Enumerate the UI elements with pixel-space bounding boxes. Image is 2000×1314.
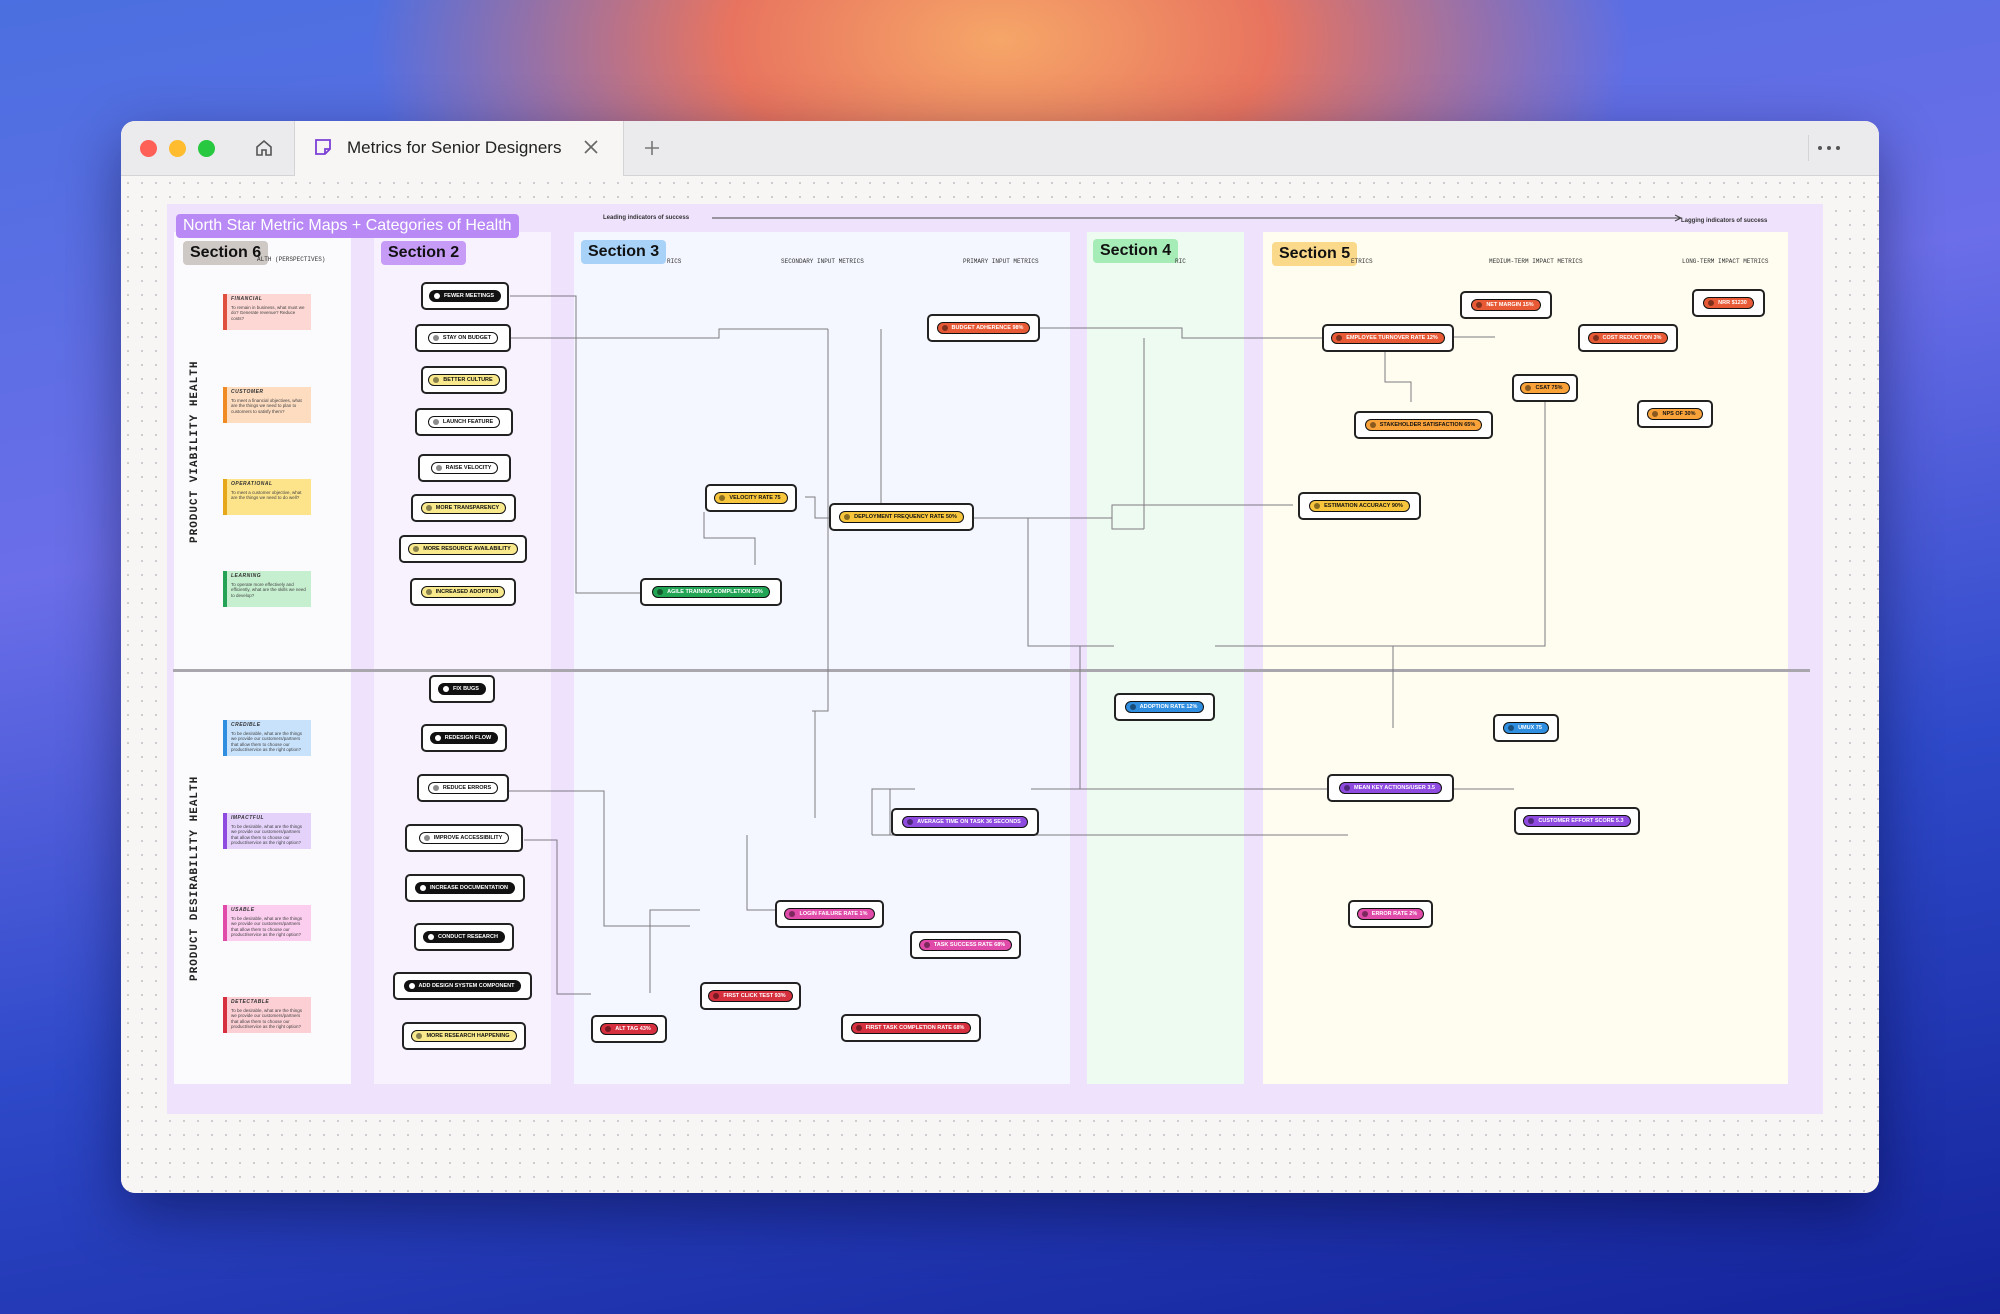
metric-customer-effort-score[interactable]: CUSTOMER EFFORT SCORE 5.3	[1514, 807, 1640, 835]
section-6-column	[174, 232, 351, 1084]
section-4-label[interactable]: Section 4	[1093, 239, 1179, 263]
metric-net-margin[interactable]: NET MARGIN 15%	[1460, 291, 1552, 319]
app-window: Metrics for Senior Designers North Star …	[121, 121, 1879, 1193]
section-5-header-a: ETRICS	[1351, 258, 1373, 265]
metric-umux[interactable]: UMUX 75	[1493, 714, 1559, 742]
metric-estimation-accuracy[interactable]: ESTIMATION ACCURACY 90%	[1298, 492, 1421, 520]
maximize-window-button[interactable]	[198, 140, 215, 157]
action-better-culture[interactable]: BETTER CULTURE	[421, 366, 507, 394]
metric-employee-turnover[interactable]: EMPLOYEE TURNOVER RATE 12%	[1322, 324, 1454, 352]
metric-nrr[interactable]: NRR $1230	[1692, 289, 1765, 317]
action-stay-on-budget[interactable]: STAY ON BUDGET	[415, 324, 511, 352]
tab-metrics[interactable]: Metrics for Senior Designers	[294, 121, 624, 176]
close-tab-icon[interactable]	[581, 137, 601, 157]
metric-velocity-rate[interactable]: VELOCITY RATE 75	[705, 484, 797, 512]
action-launch-feature[interactable]: LAUNCH FEATURE	[415, 408, 513, 436]
action-raise-velocity[interactable]: RAISE VELOCITY	[418, 454, 511, 482]
action-fewer-meetings[interactable]: FEWER MEETINGS	[421, 282, 509, 310]
action-more-transparency[interactable]: MORE TRANSPARENCY	[411, 494, 516, 522]
metric-first-click-test[interactable]: FIRST CLICK TEST 93%	[700, 982, 801, 1010]
section-5-header-b: MEDIUM-TERM IMPACT METRICS	[1489, 258, 1583, 265]
tab-title: Metrics for Senior Designers	[347, 138, 562, 157]
close-window-button[interactable]	[140, 140, 157, 157]
health-divider	[173, 669, 1810, 672]
section-5-label[interactable]: Section 5	[1272, 242, 1358, 266]
plus-icon	[645, 141, 659, 155]
metric-cost-reduction[interactable]: COST REDUCTION 3%	[1578, 324, 1678, 352]
section-6-header: ALTH (PERSPECTIVES)	[257, 256, 326, 263]
metric-nps[interactable]: NPS OF 30%	[1637, 400, 1713, 428]
minimize-window-button[interactable]	[169, 140, 186, 157]
action-reduce-errors[interactable]: REDUCE ERRORS	[417, 774, 509, 802]
action-increase-documentation[interactable]: INCREASE DOCUMENTATION	[405, 874, 525, 902]
action-redesign-flow[interactable]: REDESIGN FLOW	[421, 724, 507, 752]
section-3-header-c: PRIMARY INPUT METRICS	[963, 258, 1039, 265]
metric-deployment-frequency[interactable]: DEPLOYMENT FREQUENCY RATE 50%	[829, 503, 974, 531]
section-2-label[interactable]: Section 2	[381, 241, 467, 265]
metric-mean-key-actions[interactable]: MEAN KEY ACTIONS/USER 3.5	[1327, 774, 1454, 802]
connector-lines	[506, 214, 1683, 995]
section-5-header-c: LONG-TERM IMPACT METRICS	[1682, 258, 1769, 265]
more-options-button[interactable]	[1808, 135, 1849, 161]
leading-indicator-label: Leading indicators of success	[603, 215, 690, 221]
title-bar: Metrics for Senior Designers	[121, 121, 1879, 176]
section-3-header-b: SECONDARY INPUT METRICS	[781, 258, 864, 265]
whiteboard-canvas[interactable]: North Star Metric Maps + Categories of H…	[121, 176, 1879, 1193]
metric-agile-training[interactable]: AGILE TRAINING COMPLETION 25%	[640, 578, 782, 606]
home-icon	[256, 139, 272, 156]
action-more-resource-availability[interactable]: MORE RESOURCE AVAILABILITY	[399, 535, 527, 563]
action-add-design-system-component[interactable]: ADD DESIGN SYSTEM COMPONENT	[393, 972, 532, 1000]
section-6-label[interactable]: Section 6	[183, 241, 269, 265]
section-3-header-a: RICS	[667, 258, 682, 265]
metric-map-frame[interactable]: North Star Metric Maps + Categories of H…	[167, 204, 1823, 1114]
metric-first-task-completion[interactable]: FIRST TASK COMPLETION RATE 68%	[841, 1014, 981, 1042]
sticky-note-icon	[315, 139, 331, 155]
metric-budget-adherence[interactable]: BUDGET ADHERENCE 98%	[927, 314, 1040, 342]
section-3-label[interactable]: Section 3	[581, 240, 667, 264]
action-fix-bugs[interactable]: FIX BUGS	[429, 675, 495, 703]
action-improve-accessibility[interactable]: IMPROVE ACCESSIBILITY	[405, 824, 523, 852]
more-icon	[1818, 146, 1840, 150]
section-4-column	[1087, 232, 1244, 1084]
metric-alt-tag[interactable]: ALT TAG 43%	[591, 1015, 667, 1043]
metric-average-time-on-task[interactable]: AVERAGE TIME ON TASK 36 SECONDS	[891, 808, 1039, 836]
new-tab-button[interactable]	[639, 135, 665, 161]
metric-error-rate[interactable]: ERROR RATE 2%	[1348, 900, 1433, 928]
action-conduct-research[interactable]: CONDUCT RESEARCH	[414, 923, 514, 951]
action-increased-adoption[interactable]: INCREASED ADOPTION	[410, 578, 516, 606]
metric-csat[interactable]: CSAT 75%	[1512, 374, 1578, 402]
metric-task-success-rate[interactable]: TASK SUCCESS RATE 68%	[910, 931, 1021, 959]
action-more-research-happening[interactable]: MORE RESEARCH HAPPENING	[402, 1022, 526, 1050]
board-title[interactable]: North Star Metric Maps + Categories of H…	[176, 214, 519, 238]
metric-login-failure-rate[interactable]: LOGIN FAILURE RATE 1%	[775, 900, 884, 928]
metric-adoption-rate[interactable]: ADOPTION RATE 12%	[1114, 693, 1215, 721]
section-4-header: RIC	[1175, 258, 1186, 265]
metric-stakeholder-satisfaction[interactable]: STAKEHOLDER SATISFACTION 65%	[1354, 411, 1493, 439]
lagging-indicator-label: Lagging indicators of success	[1681, 218, 1768, 224]
home-button[interactable]	[251, 135, 277, 161]
